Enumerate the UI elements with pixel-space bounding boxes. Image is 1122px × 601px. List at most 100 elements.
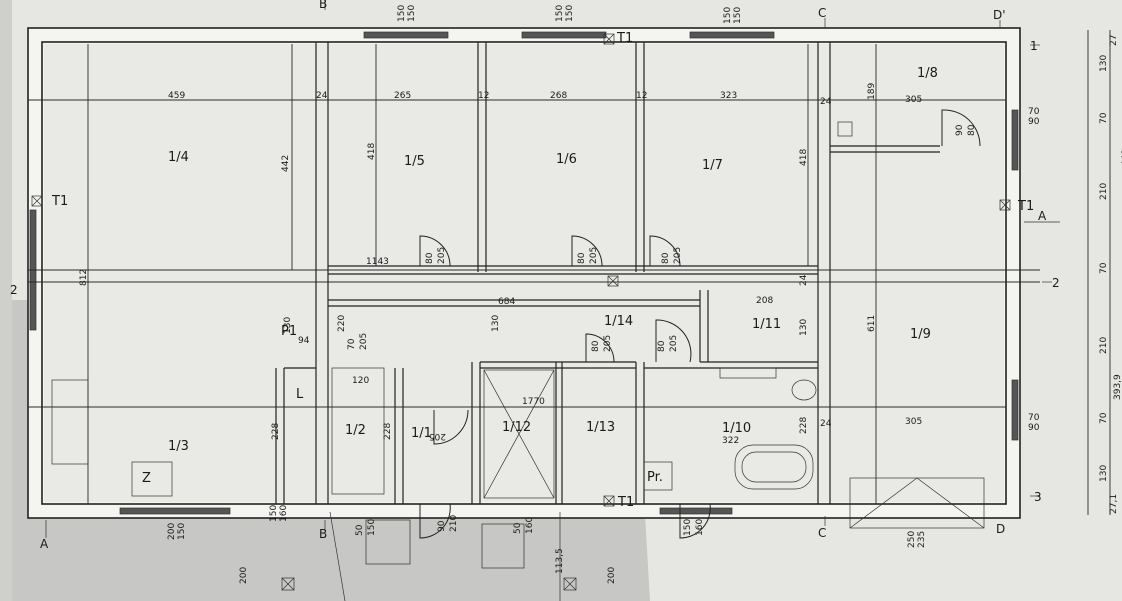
dim-200a: 200 <box>167 523 177 540</box>
dim-305a: 305 <box>905 95 922 105</box>
room-1-13: 1/13 <box>586 420 615 435</box>
right-dimension-chain: 27 130 70 442 210 70 210 393,9 70 130 27… <box>1099 30 1122 515</box>
t1-right: T1 <box>1017 199 1034 214</box>
dim-70b: 70 <box>1028 107 1040 117</box>
interior-walls <box>275 42 940 504</box>
dim-228b: 228 <box>383 423 393 440</box>
dim-50b: 50 <box>513 522 523 534</box>
dim-130c: 130 <box>799 319 809 336</box>
room-1-2: 1/2 <box>345 423 366 438</box>
dimension-labels-vertical: 442 418 418 189 812 611 130 220 130 130 … <box>79 5 977 584</box>
room-1-4: 1/4 <box>168 150 189 165</box>
dim-305b: 305 <box>905 417 922 427</box>
dim-150i: 150 <box>367 519 377 536</box>
r-130a: 130 <box>1099 55 1109 72</box>
axis-1: 1 <box>1030 39 1038 53</box>
room-1-10: 1/10 <box>722 421 751 436</box>
axis-b-bottom: B <box>319 527 327 541</box>
axis-d-top: D' <box>993 8 1006 22</box>
z-label: Z <box>142 471 151 486</box>
room-1-9: 1/9 <box>910 327 931 342</box>
axis-c-top: C <box>818 6 826 20</box>
room-1-14: 1/14 <box>604 314 633 329</box>
outer-walls <box>27 27 1021 519</box>
r-27-1: 27,1 <box>1109 494 1119 514</box>
axis-a: A <box>40 537 49 551</box>
dim-90c: 90 <box>955 124 965 136</box>
dim-80f: 80 <box>967 124 977 136</box>
dim-250: 250 <box>907 531 917 548</box>
axis-2-left: 2 <box>10 283 18 297</box>
bathtub <box>734 444 814 490</box>
dim-160c: 160 <box>695 519 705 536</box>
dim-205a: 205 <box>437 247 447 264</box>
l-label: L <box>296 387 304 402</box>
dim-150a: 150 <box>397 5 407 22</box>
r-27a: 27 <box>1109 35 1119 46</box>
dim-150c: 150 <box>555 5 565 22</box>
axis-labels: A B B C C D' D 1 2 2 3 A <box>10 0 1060 551</box>
dim-70a: 70 <box>347 338 357 350</box>
dim-235: 235 <box>917 531 927 548</box>
axis-2: 2 <box>1052 276 1060 290</box>
axis-lines <box>45 0 1060 601</box>
dim-205d: 205 <box>359 333 369 350</box>
dim-90b: 90 <box>1028 117 1040 127</box>
symbol-labels: T1 T1 T1 T1 P1 L Z Pr. <box>51 31 1034 510</box>
dim-150d: 150 <box>565 5 575 22</box>
axis-d-bottom: D <box>996 522 1005 536</box>
dim-1770: 1770 <box>522 397 545 407</box>
dim-200b: 200 <box>239 567 249 584</box>
dim-24b: 24 <box>820 97 832 107</box>
dim-323: 323 <box>720 91 737 101</box>
dim-228a: 228 <box>271 423 281 440</box>
dim-418b: 418 <box>799 149 809 166</box>
r-210b: 210 <box>1099 337 1109 354</box>
dim-150g: 150 <box>177 523 187 540</box>
room-1-11: 1/11 <box>752 317 781 332</box>
section-a: A <box>1038 209 1047 223</box>
dim-205c: 205 <box>673 247 683 264</box>
pr-label: Pr. <box>647 470 663 485</box>
dim-80b: 80 <box>577 252 587 264</box>
sink <box>837 121 853 137</box>
dim-130b: 130 <box>491 315 501 332</box>
room-1-7: 1/7 <box>702 158 723 173</box>
dim-265: 265 <box>394 91 411 101</box>
dim-200c: 200 <box>607 567 617 584</box>
dim-228c: 228 <box>799 417 809 434</box>
doors <box>419 109 981 539</box>
r-70b: 70 <box>1099 262 1109 274</box>
r-130b: 130 <box>1099 465 1109 482</box>
dim-205b: 205 <box>589 247 599 264</box>
room-1-1: 1/1 <box>411 426 432 441</box>
dim-160b: 160 <box>525 517 535 534</box>
dim-150h: 150 <box>269 505 279 522</box>
axis-3: 3 <box>1034 490 1042 504</box>
dim-120: 120 <box>352 376 369 386</box>
dim-205g: 205 <box>429 431 446 441</box>
room-1-8: 1/8 <box>917 66 938 81</box>
wc <box>791 379 817 401</box>
dim-94: 94 <box>298 336 310 346</box>
dim-160: 160 <box>279 505 289 522</box>
dim-12a: 12 <box>478 91 489 101</box>
vent-markers <box>31 33 1011 591</box>
dim-12b: 12 <box>636 91 647 101</box>
dim-220: 220 <box>337 315 347 332</box>
dim-24a: 24 <box>316 91 328 101</box>
dim-50: 50 <box>355 524 365 536</box>
dim-150e: 150 <box>723 7 733 24</box>
r-210a: 210 <box>1099 183 1109 200</box>
axis-c-bottom: C <box>818 526 826 540</box>
t1-bottom: T1 <box>617 495 634 510</box>
dim-80a: 80 <box>425 252 435 264</box>
room-labels: 1/4 1/5 1/6 1/7 1/8 1/3 1/2 1/1 1/12 1/1… <box>168 66 938 454</box>
fixtures <box>51 121 985 569</box>
r-393-9: 393,9 <box>1113 374 1122 400</box>
dim-90a: 90 <box>437 520 447 532</box>
dim-205e: 205 <box>603 335 613 352</box>
dim-80c: 80 <box>661 252 671 264</box>
dim-210a: 210 <box>449 515 459 532</box>
r-70a: 70 <box>1099 112 1109 124</box>
